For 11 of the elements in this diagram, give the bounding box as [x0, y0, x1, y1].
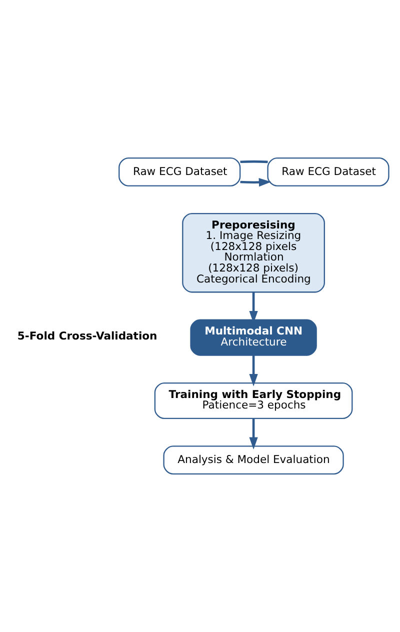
arrow — [240, 178, 272, 187]
node-box: Raw ECG Dataset — [118, 158, 241, 186]
label: 5-Fold Cross-Validation — [17, 330, 158, 343]
node-box: Raw ECG Dataset — [267, 158, 390, 186]
connector — [240, 160, 268, 164]
node-box: Training with Early Stopping Patience=3 epochs — [154, 382, 353, 420]
node-box: Multimodal CNN Architecture — [190, 319, 317, 356]
arrow — [249, 356, 258, 386]
arrow — [249, 418, 258, 450]
node-box: Analysis & Model Evaluation — [163, 446, 344, 474]
node-box: Preporesising 1. Image Resizing (128x128 pixels Normlation (128x128 pixels) Categorical Encoding — [182, 212, 325, 293]
